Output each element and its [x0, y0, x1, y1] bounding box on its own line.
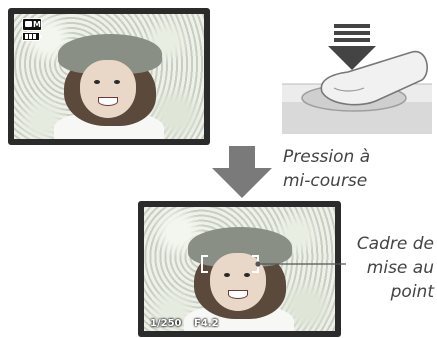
bottom-photo: [144, 207, 335, 331]
down-arrow-icon: [212, 146, 272, 198]
top-lcd-screen: M: [8, 8, 210, 145]
bottom-lcd-screen: 1/250 F4.2: [138, 201, 341, 337]
focus-frame-caption-line1: Cadre de: [356, 234, 434, 254]
shutter-half-press-illustration: [282, 24, 432, 134]
battery-icon: [22, 32, 42, 41]
aperture-readout: F4.2: [194, 318, 219, 329]
focus-frame-caption-line3: point: [390, 282, 434, 302]
shutter-speed-readout: 1/250: [150, 318, 182, 329]
focus-frame-caption: Cadre de mise au point: [348, 232, 434, 304]
focus-frame-caption-line2: mise au: [366, 258, 434, 278]
top-photo: [14, 14, 204, 139]
half-press-caption: Pression à mi-course: [283, 145, 393, 193]
focus-frame-indicator: [201, 255, 346, 273]
half-press-caption-line1: Pression à: [283, 147, 371, 167]
half-press-caption-line2: mi-course: [283, 171, 368, 191]
camera-mode-icon: M: [22, 18, 42, 31]
